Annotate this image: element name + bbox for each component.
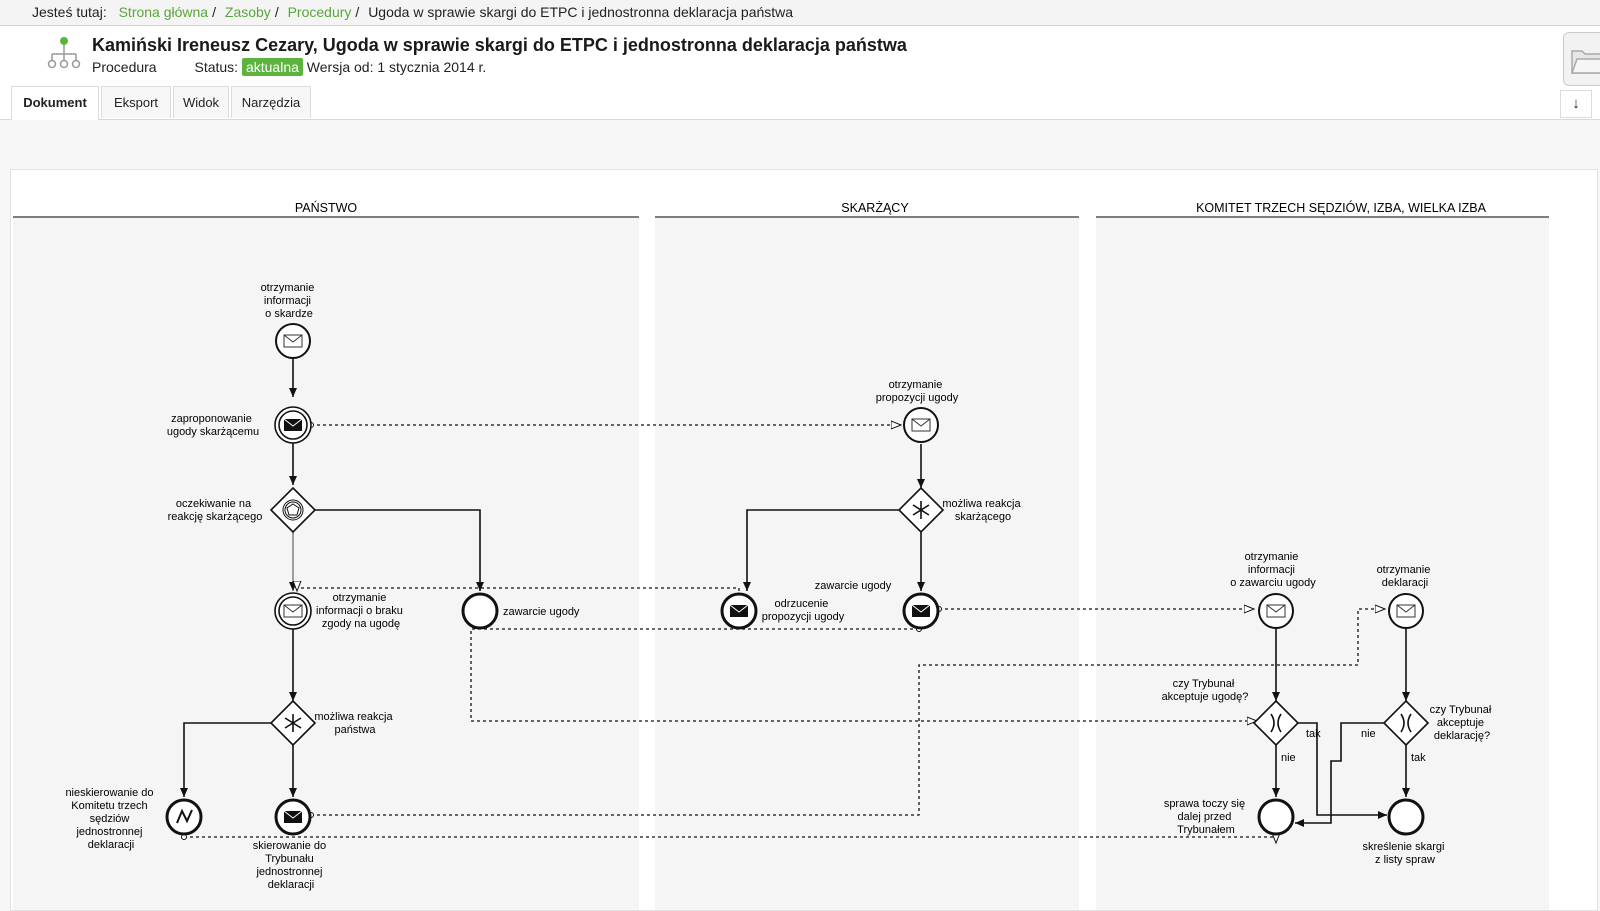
- breadcrumb-prefix: Jesteś tutaj:: [32, 4, 107, 20]
- page-title: Kamiński Ireneusz Cezary, Ugoda w sprawi…: [92, 35, 907, 55]
- version-text: Wersja od: 1 stycznia 2014 r.: [306, 59, 487, 75]
- arrow-down-icon: ↓: [1572, 95, 1580, 112]
- end-event-nieskierowanie[interactable]: [165, 798, 203, 836]
- flow-label-nie-ugoda: nie: [1281, 752, 1296, 764]
- label-k3: czy Trybunał akceptuje ugodę?: [1162, 678, 1249, 703]
- label-n3: oczekiwanie na reakcję skarżącego: [168, 498, 263, 523]
- document-meta: Procedura Status: aktualna Wersja od: 1 …: [92, 58, 487, 76]
- tab-widok[interactable]: Widok: [173, 86, 229, 118]
- gateway-oczekiwanie-na-reakcje[interactable]: [269, 486, 317, 534]
- hierarchy-icon: [47, 37, 81, 69]
- gateway-czy-trybunal-akceptuje-deklaracje[interactable]: [1382, 699, 1430, 747]
- gateway-mozliwa-reakcja-panstwa[interactable]: [269, 699, 317, 747]
- document-type: Procedura: [92, 59, 157, 75]
- lightning-icon: [176, 808, 193, 824]
- gateway-mozliwa-reakcja-skarzacego[interactable]: [897, 486, 945, 534]
- event-otrzymanie-informacji-o-skardze[interactable]: [275, 323, 311, 359]
- end-event-odrzucenie-propozycji[interactable]: [720, 592, 758, 630]
- label-n5: zawarcie ugody: [503, 606, 580, 618]
- label-k2: otrzymanie deklaracji: [1377, 564, 1434, 589]
- label-k6: skreślenie skargi z listy spraw: [1363, 841, 1448, 866]
- label-k4: czy Trybunał akceptuje deklarację?: [1430, 704, 1495, 742]
- label-s2: możliwa reakcja skarżącego: [942, 498, 1023, 523]
- label-n4: otrzymanie informacji o braku zgody na u…: [316, 592, 406, 630]
- event-zaproponowanie-ugody[interactable]: [274, 406, 312, 444]
- breadcrumb: Jesteś tutaj: Strona główna/ Zasoby/ Pro…: [0, 0, 1600, 26]
- end-event-sprawa-toczy-sie[interactable]: [1257, 798, 1295, 836]
- download-button[interactable]: ↓: [1560, 90, 1592, 118]
- lane-title-komitet: KOMITET TRZECH SĘDZIÓW, IZBA, WIELKA IZB…: [1196, 200, 1487, 215]
- status-badge: aktualna: [241, 58, 303, 76]
- exclusive-gateway-icon: [1270, 713, 1282, 733]
- tab-narzedzia[interactable]: Narzędzia: [231, 86, 311, 118]
- end-event-zawarcie-ugody-skarzacy[interactable]: [902, 592, 940, 630]
- tab-eksport[interactable]: Eksport: [101, 86, 171, 118]
- lane-title-panstwo: PAŃSTWO: [295, 200, 358, 215]
- label-n1: otrzymanie informacji o skardze: [261, 282, 318, 320]
- lane-title-skarzacy: SKARŻĄCY: [841, 201, 909, 215]
- label-s3: odrzucenie propozycji ugody: [762, 598, 845, 623]
- label-k1: otrzymanie informacji o zawarciu ugody: [1230, 551, 1316, 589]
- event-otrzymanie-informacji-o-zawarciu[interactable]: [1258, 593, 1294, 629]
- exclusive-gateway-icon: [1400, 713, 1412, 733]
- pentagon-icon: [286, 503, 300, 516]
- end-event-skreslenie-skargi[interactable]: [1387, 798, 1425, 836]
- label-k5: sprawa toczy się dalej przed Trybunałem: [1164, 798, 1248, 836]
- breadcrumb-link-home[interactable]: Strona główna: [118, 4, 209, 20]
- flow-label-tak-deklaracja: tak: [1411, 752, 1426, 764]
- event-otrzymanie-informacji-o-braku-zgody[interactable]: [274, 592, 312, 630]
- breadcrumb-link-procedures[interactable]: Procedury: [287, 4, 352, 20]
- asterisk-icon: [284, 714, 302, 732]
- asterisk-icon: [912, 501, 930, 519]
- folder-icon: [1570, 50, 1600, 74]
- document-header: Kamiński Ireneusz Cezary, Ugoda w sprawi…: [0, 26, 1600, 120]
- diagram-panel: PAŃSTWO SKARŻĄCY KOMITET TRZECH SĘDZIÓW,…: [10, 169, 1598, 911]
- label-s4: zawarcie ugody: [815, 580, 892, 592]
- folder-button[interactable]: [1563, 32, 1600, 86]
- breadcrumb-current: Ugoda w sprawie skargi do ETPC i jednost…: [368, 4, 794, 20]
- label-n7: nieskierowanie do Komitetu trzech sędzió…: [65, 787, 156, 851]
- event-otrzymanie-deklaracji[interactable]: [1388, 593, 1424, 629]
- gateway-czy-trybunal-akceptuje-ugode[interactable]: [1252, 699, 1300, 747]
- bpmn-diagram: PAŃSTWO SKARŻĄCY KOMITET TRZECH SĘDZIÓW,…: [13, 200, 1549, 910]
- flow-label-nie-deklaracja: nie: [1361, 728, 1376, 740]
- end-event-skierowanie-do-trybunalu[interactable]: [274, 798, 312, 836]
- breadcrumb-link-resources[interactable]: Zasoby: [224, 4, 271, 20]
- label-n2: zaproponowanie ugody skarżącemu: [167, 413, 259, 438]
- label-s1: otrzymanie propozycji ugody: [876, 379, 959, 404]
- end-event-zawarcie-ugody-panstwo[interactable]: [461, 592, 499, 630]
- lane-skarzacy-bg: [655, 217, 1079, 910]
- label-n6: możliwa reakcja państwa: [314, 711, 395, 736]
- status-label: Status:: [194, 59, 239, 75]
- tab-dokument[interactable]: Dokument: [11, 86, 99, 120]
- event-otrzymanie-propozycji-ugody[interactable]: [903, 407, 939, 443]
- flow-label-tak-ugoda: tak: [1306, 728, 1321, 740]
- label-n8: skierowanie do Trybunału jednostronnej d…: [253, 840, 329, 891]
